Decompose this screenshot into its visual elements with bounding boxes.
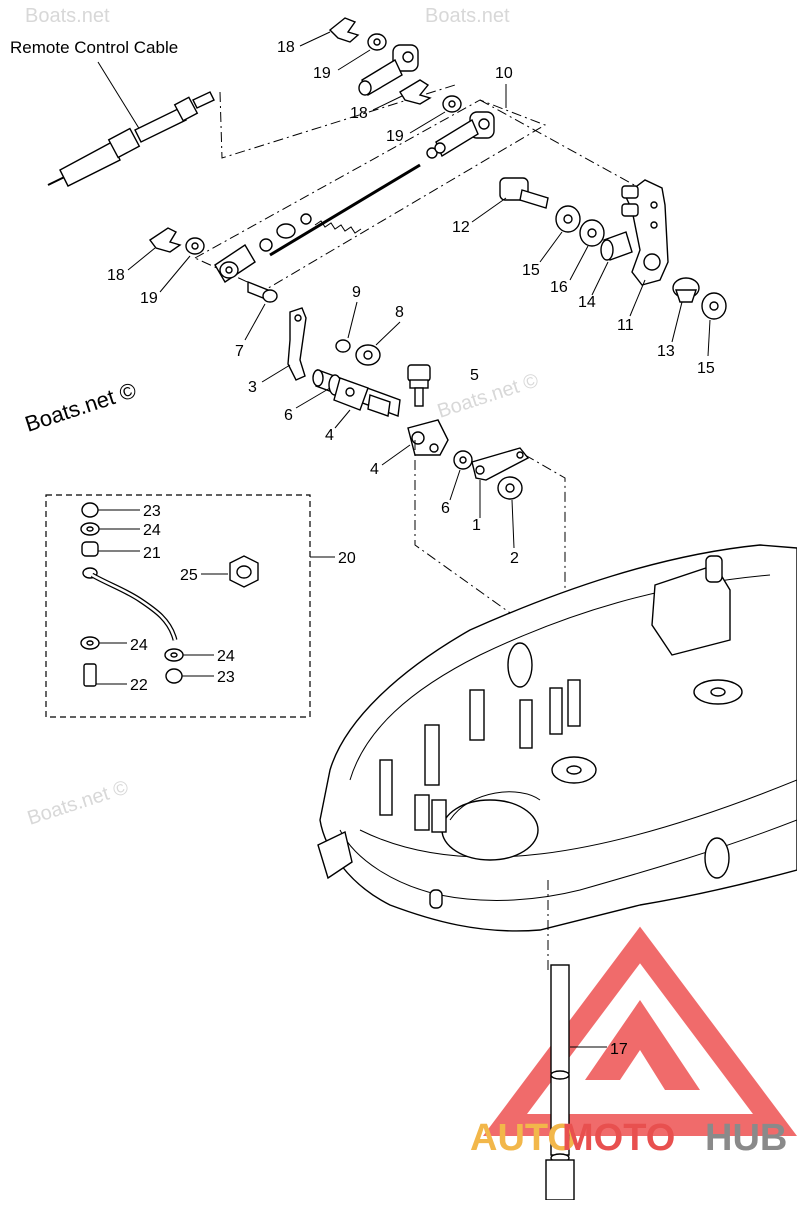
nut-part-23 [165, 668, 183, 684]
callout-22: 22 [130, 677, 148, 694]
callout-11: 11 [617, 317, 634, 334]
cable-joint-lower [214, 244, 256, 283]
callout-15: 15 [697, 360, 715, 377]
brand-auto: AUTO [470, 1117, 577, 1159]
nut-part-23 [81, 502, 99, 518]
callout-9: 9 [352, 284, 361, 301]
callout-10: 10 [495, 65, 513, 82]
callout-25: 25 [180, 567, 198, 584]
cable-joint [435, 111, 495, 158]
remote-control-cable [47, 91, 215, 187]
collar-part-21 [81, 541, 99, 557]
collar-part-14 [600, 231, 633, 261]
lever-part-11 [621, 179, 669, 286]
callout-19: 19 [386, 128, 404, 145]
callout-18: 18 [277, 39, 295, 56]
brand-logo [483, 926, 797, 1136]
bottom-cowling [317, 544, 797, 932]
callout-17: 17 [610, 1041, 628, 1058]
clip-part-18 [328, 17, 360, 43]
e-ring-part-9 [335, 339, 351, 353]
callout-19: 19 [313, 65, 331, 82]
shaft-assembly [312, 369, 401, 417]
nut-part-25 [229, 555, 259, 588]
remote-control-cable-label: Remote Control Cable [10, 38, 178, 57]
brand-hub: HUB [705, 1117, 787, 1159]
kit-box-20 [45, 494, 311, 718]
callout-5: 5 [470, 367, 479, 384]
pin-part-7 [247, 280, 278, 303]
callout-12: 12 [452, 219, 470, 236]
watermark: Boats.net © [435, 369, 542, 422]
callout-13: 13 [657, 343, 675, 360]
callout-4: 4 [370, 461, 379, 478]
brand-wordmark: AUTO MOTO HUB [470, 1117, 787, 1159]
brand-moto: MOTO [562, 1117, 675, 1159]
callout-19: 19 [140, 290, 158, 307]
callout-4: 4 [325, 427, 334, 444]
callout-18: 18 [107, 267, 125, 284]
callout-7: 7 [235, 343, 244, 360]
callout-2: 2 [510, 550, 519, 567]
callout-16: 16 [550, 279, 568, 296]
watermark: Boats.net © [25, 776, 132, 829]
cable-joint-top [358, 44, 419, 97]
callout-1: 1 [472, 517, 481, 534]
bracket-part-3 [287, 307, 307, 381]
callout-24: 24 [217, 648, 235, 665]
callout-20: 20 [338, 550, 356, 567]
callout-18: 18 [350, 105, 368, 122]
callout-24: 24 [143, 522, 161, 539]
clip-part-18 [148, 227, 182, 253]
callout-23: 23 [217, 669, 235, 686]
nut-part-13 [672, 277, 700, 303]
callout-3: 3 [248, 379, 257, 396]
bolt-part-5 [407, 364, 431, 407]
callout-14: 14 [578, 294, 596, 311]
watermark: Boats.net [425, 5, 510, 27]
watermark-main: Boats.net © [22, 377, 139, 436]
bolt-part-22 [83, 663, 97, 687]
callout-21: 21 [143, 545, 161, 562]
link-plate-part-1 [471, 447, 530, 481]
shaft-part-17 [545, 964, 575, 1201]
joint-part-4 [407, 419, 449, 456]
callout-6: 6 [284, 407, 293, 424]
watermark: Boats.net [25, 5, 110, 27]
cable-rod-part-10 [259, 142, 446, 257]
callout-24: 24 [130, 637, 148, 654]
callout-6: 6 [441, 500, 450, 517]
clip-part-18 [399, 79, 432, 105]
callout-15: 15 [522, 262, 540, 279]
callout-8: 8 [395, 304, 404, 321]
rod-kit [82, 567, 178, 641]
bolt-part-12 [499, 177, 549, 209]
callout-23: 23 [143, 503, 161, 520]
